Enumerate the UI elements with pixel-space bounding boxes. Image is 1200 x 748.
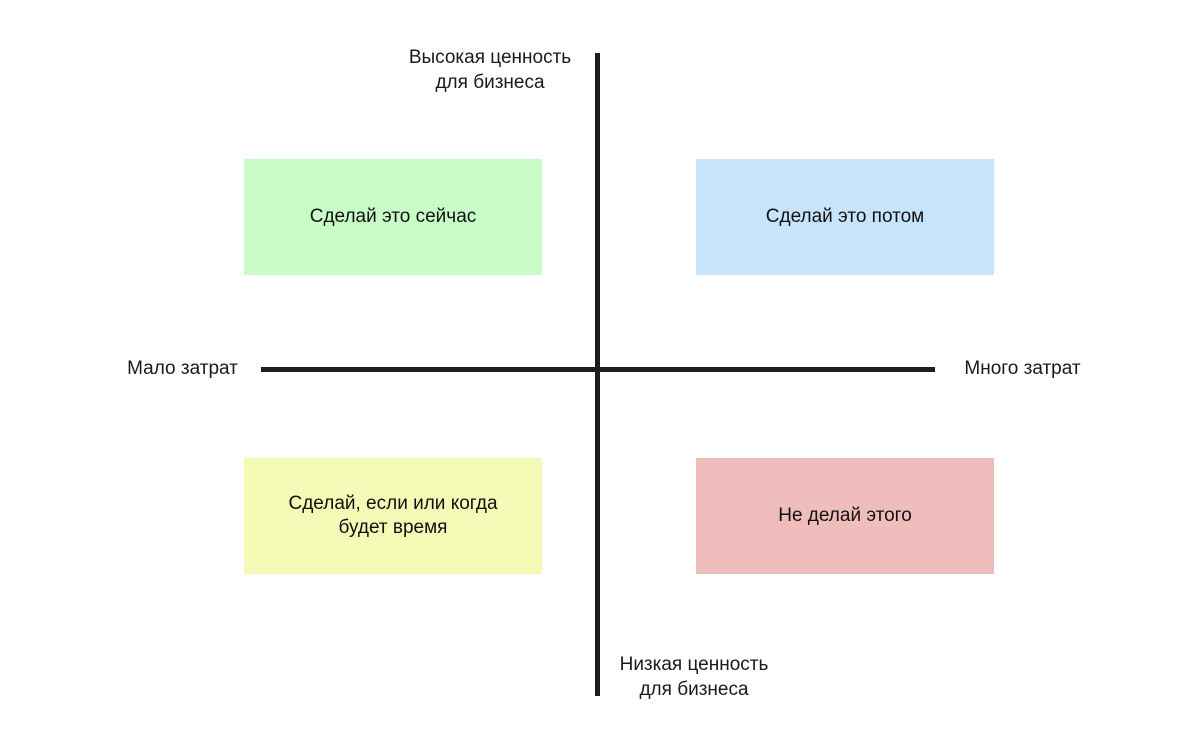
axis-label-high-cost: Много затрат [964,358,1081,379]
quadrant-label: Сделай, если или когда будет время [288,493,498,538]
quadrant-do-it-later: Сделай это потом [696,159,994,275]
quadrant-dont-do-it: Не делай этого [696,458,994,574]
quadrant-label: Сделай это сейчас [309,206,477,227]
axis-label-high-value: Высокая ценность для бизнеса [408,47,572,93]
horizontal-axis-line [261,367,935,372]
quadrant-label: Не делай этого [778,505,912,526]
quadrant-do-it-now: Сделай это сейчас [244,159,542,275]
axis-label-low-value: Низкая ценность для бизнеса [619,654,769,700]
axis-label-low-cost: Мало затрат [127,358,238,379]
quadrant-do-if-time: Сделай, если или когда будет время [244,458,542,574]
quadrant-label: Сделай это потом [765,206,925,227]
vertical-axis-line [595,53,600,696]
